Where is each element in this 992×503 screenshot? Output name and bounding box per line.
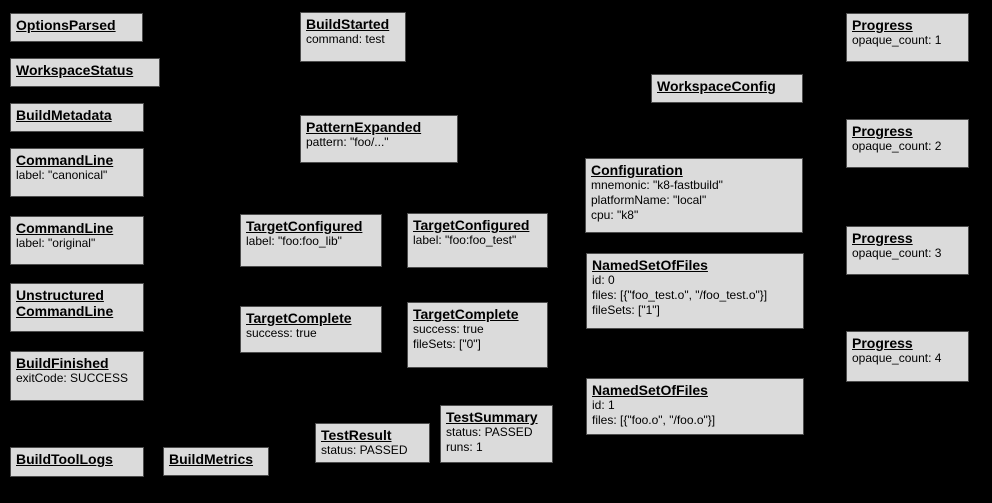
node-field: cpu: "k8" — [591, 207, 639, 222]
node-title: Configuration — [591, 162, 683, 178]
node-field: command: test — [306, 32, 385, 47]
node-title: CommandLine — [16, 220, 114, 236]
node-field: opaque_count: 3 — [852, 246, 942, 261]
node-field: pattern: "foo/..." — [306, 135, 389, 150]
node-buildmetrics: BuildMetrics — [163, 447, 269, 476]
node-title: NamedSetOfFiles — [592, 257, 708, 273]
node-buildtoollogs: BuildToolLogs — [10, 447, 144, 477]
node-field: status: PASSED — [321, 443, 408, 458]
node-title: Progress — [852, 230, 913, 246]
node-field: mnemonic: "k8-fastbuild" — [591, 178, 723, 193]
node-workspaceconfig: WorkspaceConfig — [651, 74, 803, 103]
node-title: WorkspaceStatus — [16, 62, 134, 78]
node-title: PatternExpanded — [306, 119, 422, 135]
node-title: OptionsParsed — [16, 17, 116, 33]
node-title: Progress — [852, 335, 913, 351]
node-buildmetadata: BuildMetadata — [10, 103, 144, 132]
node-progress-1: Progress opaque_count: 1 — [846, 13, 969, 62]
node-field: success: true — [413, 322, 484, 337]
node-title: TestResult — [321, 427, 392, 443]
node-progress-4: Progress opaque_count: 4 — [846, 331, 969, 382]
node-title: TargetConfigured — [413, 217, 530, 233]
node-title: WorkspaceConfig — [657, 78, 776, 94]
node-targetconfigured-foo-lib: TargetConfigured label: "foo:foo_lib" — [240, 214, 382, 267]
node-testsummary: TestSummary status: PASSED runs: 1 — [440, 405, 553, 463]
node-progress-3: Progress opaque_count: 3 — [846, 226, 969, 275]
node-field: platformName: "local" — [591, 193, 707, 208]
node-title: BuildToolLogs — [16, 451, 113, 467]
node-namedsetoffiles-0: NamedSetOfFiles id: 0 files: [{"foo_test… — [586, 253, 804, 329]
node-title: BuildMetadata — [16, 107, 112, 123]
node-title: NamedSetOfFiles — [592, 382, 708, 398]
node-targetconfigured-foo-test: TargetConfigured label: "foo:foo_test" — [407, 213, 548, 268]
node-title: BuildStarted — [306, 16, 390, 32]
node-title: BuildMetrics — [169, 451, 254, 467]
node-targetcomplete-lib: TargetComplete success: true — [240, 306, 382, 353]
node-field: exitCode: SUCCESS — [16, 371, 129, 386]
node-optionsparsed: OptionsParsed — [10, 13, 143, 42]
node-field: files: [{"foo.o", "/foo.o"}] — [592, 413, 716, 428]
node-title: TargetConfigured — [246, 218, 363, 234]
node-progress-2: Progress opaque_count: 2 — [846, 119, 969, 168]
node-targetcomplete-test: TargetComplete success: true fileSets: [… — [407, 302, 548, 368]
node-field: label: "canonical" — [16, 168, 108, 183]
node-field: opaque_count: 4 — [852, 351, 942, 366]
node-title: TargetComplete — [413, 306, 519, 322]
node-field: fileSets: ["1"] — [592, 302, 660, 317]
node-field: success: true — [246, 326, 317, 341]
node-configuration: Configuration mnemonic: "k8-fastbuild" p… — [585, 158, 803, 233]
node-title: CommandLine — [16, 152, 114, 168]
node-field: opaque_count: 1 — [852, 33, 942, 48]
node-commandline-original: CommandLine label: "original" — [10, 216, 144, 265]
node-buildstarted: BuildStarted command: test — [300, 12, 406, 62]
node-field: id: 0 — [592, 273, 615, 288]
node-workspacestatus: WorkspaceStatus — [10, 58, 160, 87]
node-field: runs: 1 — [446, 440, 483, 455]
node-field: files: [{"foo_test.o", "/foo_test.o"}] — [592, 288, 768, 303]
node-commandline-canonical: CommandLine label: "canonical" — [10, 148, 144, 197]
node-field: status: PASSED — [446, 425, 533, 440]
node-field: id: 1 — [592, 398, 615, 413]
node-unstructuredcommandline: Unstructured CommandLine — [10, 283, 144, 332]
node-field: label: "foo:foo_test" — [413, 233, 517, 248]
node-field: label: "foo:foo_lib" — [246, 234, 342, 249]
node-title: BuildFinished — [16, 355, 109, 371]
node-field: label: "original" — [16, 236, 96, 251]
node-patternexpanded: PatternExpanded pattern: "foo/..." — [300, 115, 458, 163]
node-title: Progress — [852, 123, 913, 139]
node-buildfinished: BuildFinished exitCode: SUCCESS — [10, 351, 144, 401]
node-title: Unstructured CommandLine — [16, 287, 114, 320]
node-field: opaque_count: 2 — [852, 139, 942, 154]
node-title: TargetComplete — [246, 310, 352, 326]
node-title: TestSummary — [446, 409, 538, 425]
node-title: Progress — [852, 17, 913, 33]
node-namedsetoffiles-1: NamedSetOfFiles id: 1 files: [{"foo.o", … — [586, 378, 804, 435]
node-field: fileSets: ["0"] — [413, 337, 481, 352]
node-testresult: TestResult status: PASSED — [315, 423, 430, 463]
